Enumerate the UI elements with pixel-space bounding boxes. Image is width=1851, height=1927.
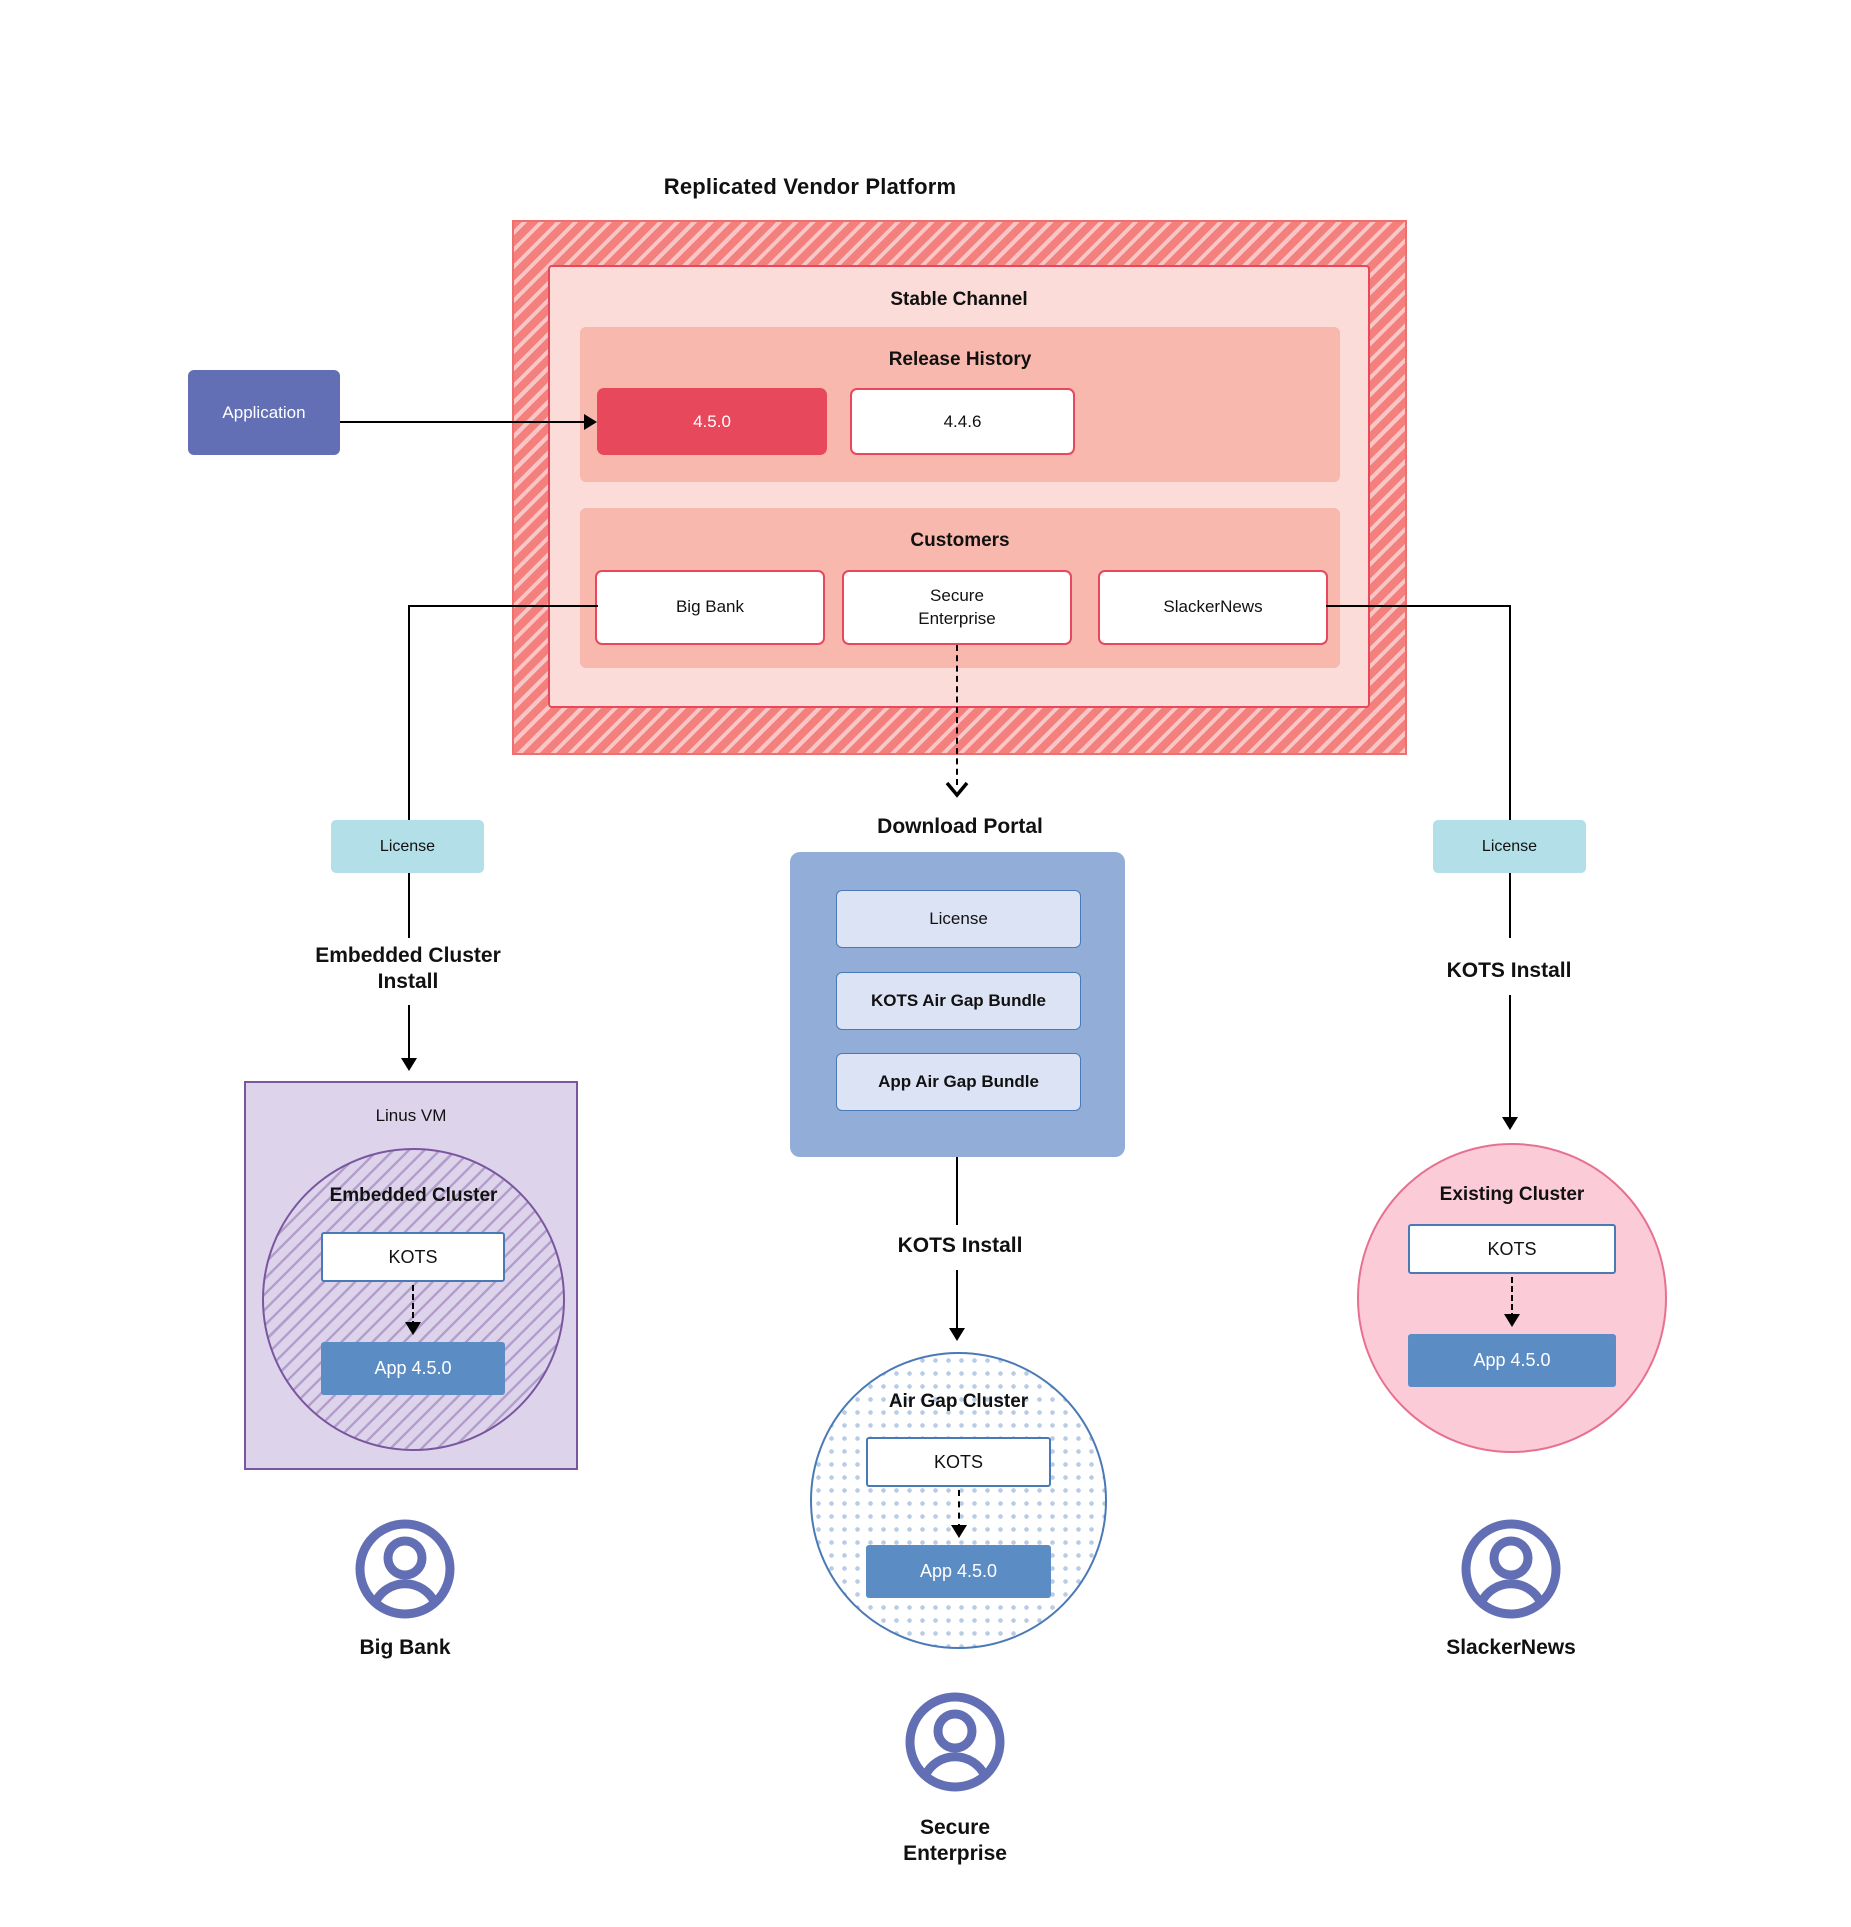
existing-cluster-app-box[interactable]: App 4.5.0 xyxy=(1408,1334,1616,1387)
embedded-cluster-app-box[interactable]: App 4.5.0 xyxy=(321,1342,505,1395)
embedded-kots-arrow-head-icon xyxy=(405,1322,421,1335)
stable-channel-title: Stable Channel xyxy=(890,289,1028,310)
end-user-label-big-bank: Big Bank xyxy=(359,1635,451,1659)
air-gap-cluster-label: Air Gap Cluster xyxy=(888,1391,1029,1412)
right-license-to-install-connector xyxy=(1509,873,1511,938)
avatar-big-bank xyxy=(355,1519,455,1619)
portal-item-license[interactable]: License xyxy=(836,890,1081,948)
left-install-arrow-head-icon xyxy=(401,1058,417,1071)
embedded-cluster-label: Embedded Cluster xyxy=(329,1185,498,1206)
end-user-label-slackernews: SlackerNews xyxy=(1446,1635,1576,1659)
license-chip-right[interactable]: License xyxy=(1433,820,1586,873)
left-install-to-vm-connector xyxy=(408,1005,410,1060)
customer-box-secure-enterprise[interactable]: Secure Enterprise xyxy=(842,570,1072,645)
customer-box-big-bank[interactable]: Big Bank xyxy=(595,570,825,645)
right-install-arrow-head-icon xyxy=(1502,1117,1518,1130)
big-bank-branch-horizontal xyxy=(408,605,598,607)
application-box[interactable]: Application xyxy=(188,370,340,455)
secure-enterprise-to-portal-connector xyxy=(956,645,958,785)
left-license-to-install-connector xyxy=(408,873,410,938)
diagram-title: Replicated Vendor Platform xyxy=(663,174,957,199)
release-history-title: Release History xyxy=(888,349,1032,370)
avatar-slackernews xyxy=(1461,1519,1561,1619)
customer-box-slackernews[interactable]: SlackerNews xyxy=(1098,570,1328,645)
air-gap-cluster-circle xyxy=(810,1352,1107,1649)
release-item-4-5-0[interactable]: 4.5.0 xyxy=(597,388,827,455)
portal-to-install-connector xyxy=(956,1157,958,1225)
release-item-4-4-6[interactable]: 4.4.6 xyxy=(850,388,1075,455)
embedded-kots-to-app-connector xyxy=(412,1285,414,1327)
application-to-release-connector xyxy=(340,421,590,423)
embedded-cluster-kots-box[interactable]: KOTS xyxy=(321,1232,505,1282)
right-kots-install-label: KOTS Install xyxy=(1446,958,1572,982)
air-gap-cluster-kots-box[interactable]: KOTS xyxy=(866,1437,1051,1487)
center-install-to-cluster-connector xyxy=(956,1270,958,1332)
slackernews-branch-horizontal xyxy=(1326,605,1511,607)
center-install-arrow-head-icon xyxy=(949,1328,965,1341)
customers-title: Customers xyxy=(910,530,1010,551)
big-bank-branch-vertical xyxy=(408,605,410,820)
center-kots-install-label: KOTS Install xyxy=(897,1233,1023,1257)
application-arrow-head-icon xyxy=(584,414,597,430)
portal-item-kots-air-gap-bundle[interactable]: KOTS Air Gap Bundle xyxy=(836,972,1081,1030)
download-portal-title: Download Portal xyxy=(877,814,1043,838)
air-gap-cluster-app-box[interactable]: App 4.5.0 xyxy=(866,1545,1051,1598)
linus-vm-label: Linus VM xyxy=(375,1106,447,1125)
existing-kots-arrow-head-icon xyxy=(1504,1314,1520,1327)
portal-item-app-air-gap-bundle[interactable]: App Air Gap Bundle xyxy=(836,1053,1081,1111)
embedded-cluster-install-label: Embedded Cluster Install xyxy=(315,943,501,993)
existing-cluster-label: Existing Cluster xyxy=(1439,1184,1585,1205)
portal-chevron-down-icon xyxy=(944,780,970,800)
existing-kots-to-app-connector xyxy=(1511,1277,1513,1319)
end-user-label-secure-enterprise: Secure Enterprise xyxy=(903,1815,1007,1865)
avatar-secure-enterprise xyxy=(905,1692,1005,1792)
slackernews-branch-vertical xyxy=(1509,605,1511,820)
right-install-to-cluster-connector xyxy=(1509,995,1511,1120)
airgap-kots-arrow-head-icon xyxy=(951,1525,967,1538)
airgap-kots-to-app-connector xyxy=(958,1490,960,1530)
existing-cluster-kots-box[interactable]: KOTS xyxy=(1408,1224,1616,1274)
license-chip-left[interactable]: License xyxy=(331,820,484,873)
